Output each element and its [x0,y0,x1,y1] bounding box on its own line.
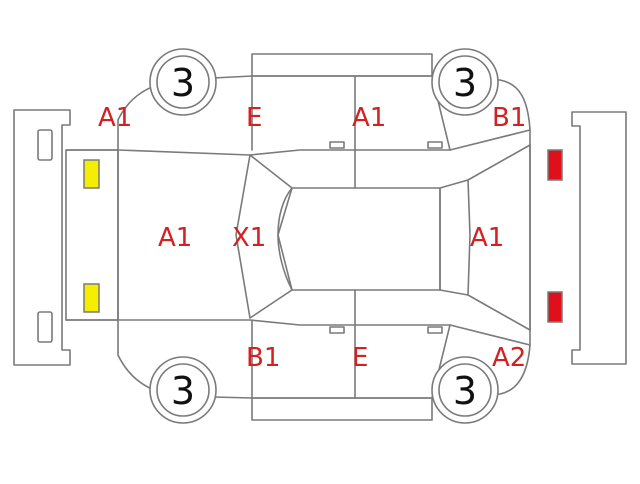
code-right-rear-quarter: A2 [492,343,526,373]
taillight-right [547,291,563,323]
code-right-front-door: B1 [246,343,280,373]
code-left-rear-quarter: B1 [492,103,526,133]
code-windshield: X1 [232,223,266,253]
code-hood: A1 [158,223,192,253]
code-left-front-fender: A1 [98,103,132,133]
rear-bumper [571,111,627,365]
wheel-rear-right: 3 [431,356,499,424]
headlight-left [83,159,100,189]
code-trunk: A1 [470,223,504,253]
front-bumper [13,109,71,366]
taillight-left [547,149,563,181]
code-left-front-door: E [246,103,262,133]
code-left-rear-door: A1 [352,103,386,133]
car-left-side [117,53,531,151]
code-right-rear-door: E [352,343,368,373]
wheel-rear-left-label: 3 [453,61,477,105]
wheel-front-right: 3 [149,356,217,424]
wheel-front-left: 3 [149,48,217,116]
wheel-front-right-label: 3 [171,369,195,413]
headlight-right [83,283,100,313]
wheel-rear-right-label: 3 [453,369,477,413]
wheel-front-left-label: 3 [171,61,195,105]
car-body-top-view [65,129,531,346]
wheel-rear-left: 3 [431,48,499,116]
